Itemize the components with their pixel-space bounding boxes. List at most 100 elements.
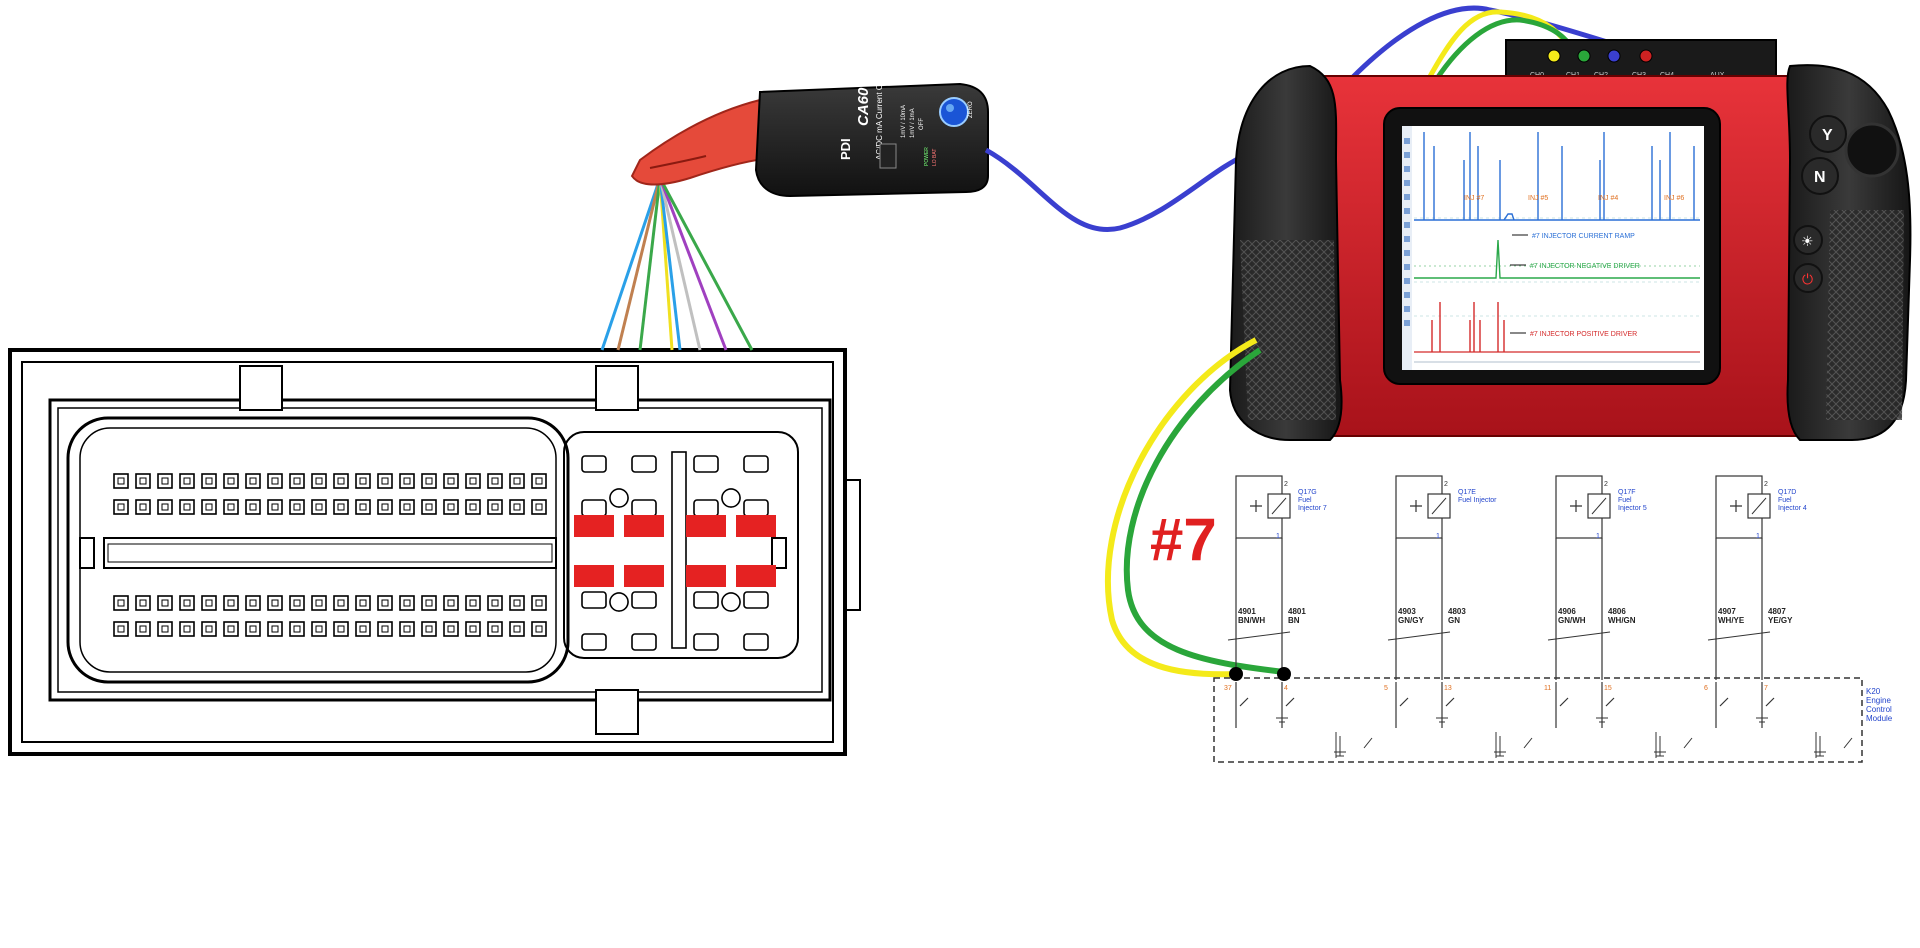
connector-pin <box>245 499 261 515</box>
connector-pin <box>509 595 525 611</box>
power-label: POWER <box>924 147 930 166</box>
n-button[interactable] <box>1801 157 1839 195</box>
connector-pin <box>377 499 393 515</box>
connector-pin <box>179 621 195 637</box>
range-switch[interactable] <box>879 143 897 169</box>
connector-pin <box>531 595 547 611</box>
connector-pin <box>267 473 283 489</box>
zero-button[interactable] <box>939 97 969 127</box>
scope-probe-green <box>1433 17 1577 82</box>
connector-pin <box>267 595 283 611</box>
trace-annotation: #7 INJECTOR POSITIVE DRIVER <box>1530 331 1637 338</box>
wire-circuit-number: 4903 <box>1398 607 1416 616</box>
connector-pin <box>113 499 129 515</box>
injector-tag: INJ #4 <box>1598 195 1618 202</box>
ecm-pin-number: 13 <box>1444 685 1452 692</box>
svg-text:Control: Control <box>1866 705 1892 714</box>
channel-jack[interactable] <box>1577 49 1591 63</box>
wire-circuit-number: 4801 <box>1288 607 1306 616</box>
connector-pin <box>399 595 415 611</box>
connector-pin <box>223 621 239 637</box>
injector-tag: INJ #5 <box>1528 195 1548 202</box>
connector-pin <box>201 499 217 515</box>
connector-pin <box>443 621 459 637</box>
n-button-label: N <box>1814 169 1826 186</box>
y-button[interactable] <box>1809 115 1847 153</box>
svg-text:1: 1 <box>1756 533 1760 540</box>
connector-pin <box>487 621 503 637</box>
connector-pin <box>289 499 305 515</box>
power-pin <box>631 633 657 651</box>
ecm-pin-number: 15 <box>1604 685 1612 692</box>
connector-pin <box>333 499 349 515</box>
connector-pin <box>333 473 349 489</box>
power-pin <box>693 499 719 517</box>
connector-pin <box>179 499 195 515</box>
power-pin <box>581 499 607 517</box>
wire-color-code: GN/GY <box>1398 616 1424 625</box>
injector-name: Q17F <box>1618 489 1636 496</box>
brightness-button[interactable] <box>1793 225 1823 255</box>
trace-annotation: #7 INJECTOR NEGATIVE DRIVER <box>1530 263 1640 270</box>
connector-pin <box>487 473 503 489</box>
connector-pin <box>531 473 547 489</box>
connector-pin <box>157 473 173 489</box>
connector-pin <box>465 621 481 637</box>
off-label: OFF <box>919 118 925 130</box>
connector-pin <box>289 473 305 489</box>
connector-pin <box>267 499 283 515</box>
connector-pin <box>245 473 261 489</box>
channel-jack[interactable] <box>1547 49 1561 63</box>
power-pin <box>693 633 719 651</box>
thumb-pad[interactable] <box>1844 122 1900 178</box>
connector-pin <box>465 499 481 515</box>
power-pin <box>581 455 607 473</box>
svg-text:1: 1 <box>1436 533 1440 540</box>
connector-pin <box>223 473 239 489</box>
marked-pin <box>574 515 614 537</box>
svg-text:2: 2 <box>1604 481 1608 488</box>
wire-color-code: WH/GN <box>1608 616 1636 625</box>
ecm-pin-number: 11 <box>1544 685 1551 692</box>
wire-color-code: YE/GY <box>1768 616 1793 625</box>
marked-pin <box>736 565 776 587</box>
wire-color-code: BN <box>1288 616 1300 625</box>
connector-outer-housing <box>8 348 847 756</box>
clamp-jaw <box>630 98 774 186</box>
power-pin <box>631 499 657 517</box>
wire-circuit-number: 4906 <box>1558 607 1576 616</box>
connector-pin <box>201 621 217 637</box>
power-pin <box>743 591 769 609</box>
injector-tag: INJ #6 <box>1664 195 1684 202</box>
wire-color-code: GN <box>1448 616 1460 625</box>
connector-pin <box>135 499 151 515</box>
ecm-pin-number: 37 <box>1224 685 1232 692</box>
power-button[interactable] <box>1793 263 1823 293</box>
injector-tag: INJ #7 <box>1464 195 1484 202</box>
current-clamp: PDI CA60 AC/DC mA Current Clamp 1mV / 10… <box>630 67 989 198</box>
connector-pin <box>509 499 525 515</box>
channel-jack[interactable] <box>1639 49 1653 63</box>
connector-pin <box>311 473 327 489</box>
connector-pin <box>311 621 327 637</box>
connector-inner-frame <box>21 361 834 743</box>
connector-pin <box>355 499 371 515</box>
connector-pin <box>135 473 151 489</box>
power-pin <box>631 455 657 473</box>
cylinder-label: #7 <box>1150 506 1217 573</box>
y-button-label: Y <box>1822 127 1833 144</box>
connector-pin <box>355 473 371 489</box>
connector-pin <box>333 595 349 611</box>
probe-wire-bundle <box>600 177 754 351</box>
pin-block-left <box>66 416 570 684</box>
channel-jack[interactable] <box>1607 49 1621 63</box>
power-pin <box>693 591 719 609</box>
connector-pin <box>377 621 393 637</box>
clamp-body <box>754 82 989 198</box>
connector-pin <box>179 473 195 489</box>
svg-text:Module: Module <box>1866 714 1893 723</box>
